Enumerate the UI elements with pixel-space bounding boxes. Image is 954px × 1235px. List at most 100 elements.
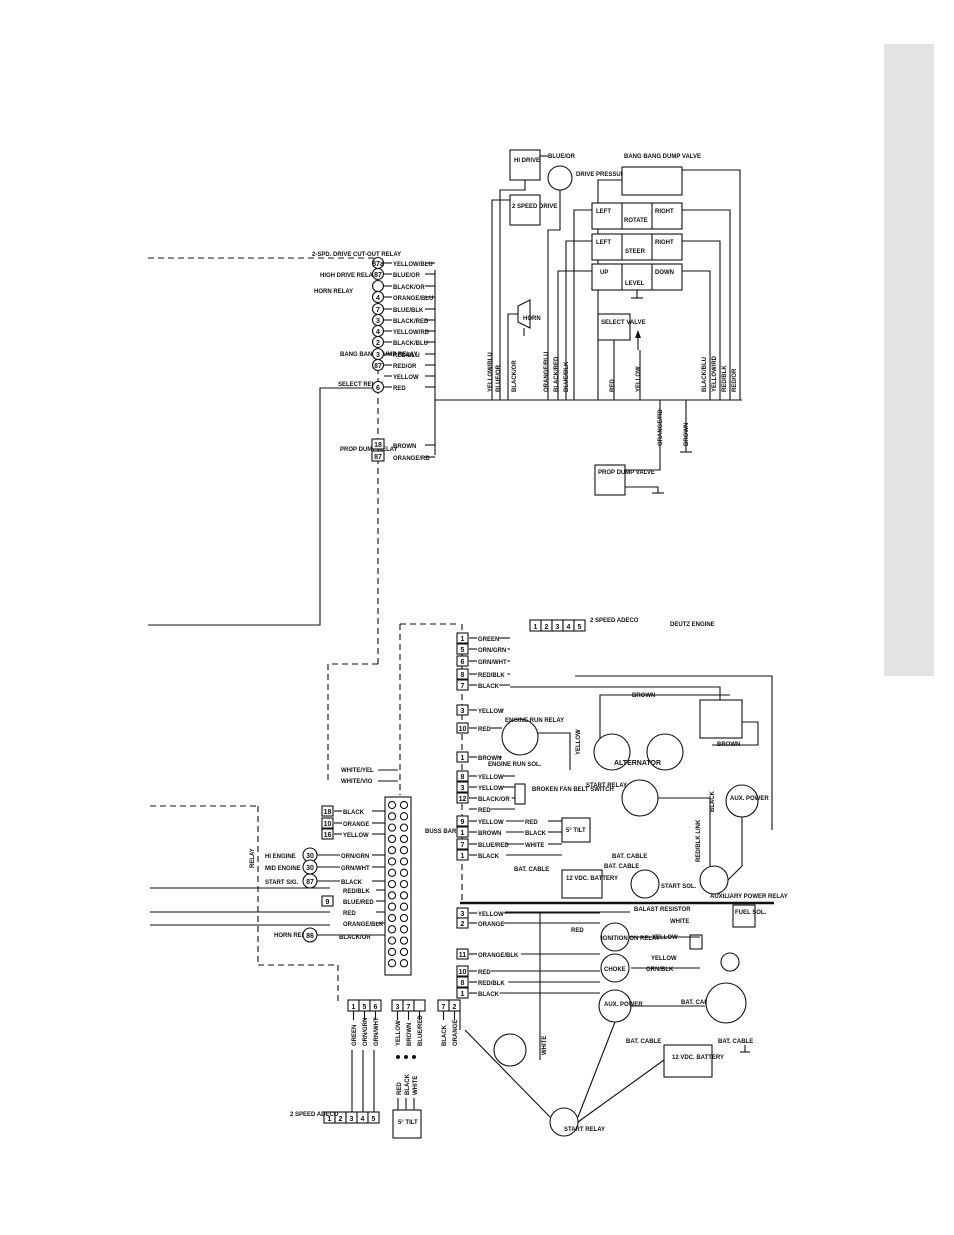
engine-terminal-box	[456, 679, 469, 691]
engine-run-sol-label: ENGINE RUN SOL.	[488, 762, 542, 768]
bottom-tilt-box	[392, 1109, 422, 1139]
adeco-bottom-pin-num: 2	[339, 1116, 343, 1123]
run-terminal-wire: RED	[478, 727, 491, 733]
relay-terminal-wire: ORANGE/BLU	[393, 296, 433, 302]
mid-wire-dot	[396, 1055, 400, 1059]
buss-stud	[399, 947, 409, 957]
relay-terminal-num: 4	[376, 329, 380, 336]
engine-terminal-num: 5	[461, 647, 465, 654]
adeco-top-pin-num: 5	[578, 624, 582, 631]
fan-terminal-box	[456, 781, 469, 793]
vertical-wire-label: RED/BLK	[722, 365, 728, 392]
tilt-terminal-box	[456, 826, 469, 838]
prop-terminal-num: 87	[374, 454, 382, 461]
fan-terminal-box	[456, 792, 469, 804]
horn-relay-num: 86	[306, 933, 314, 940]
tilt-terminal-out: WHITE	[525, 843, 544, 849]
buss-stud	[387, 902, 397, 911]
bat-cable-left-label: BAT. CABLE	[514, 867, 549, 873]
buss-stud	[387, 925, 397, 934]
engine-terminal-box	[456, 643, 469, 655]
mid-wire-label: WHITE	[413, 1076, 419, 1095]
horn-label: HORN	[523, 316, 541, 322]
buss-stud	[387, 857, 397, 866]
buss-stud	[387, 891, 397, 900]
buss-stud	[399, 913, 409, 923]
ballast-resistor-label: BALAST RESISTOR	[634, 907, 691, 913]
relay-terminal-num: 87a	[372, 261, 384, 268]
adeco-bottom-pin-num: 5	[372, 1116, 376, 1123]
bottom-pin-num: 7	[407, 1004, 411, 1011]
rotate-valve-box	[591, 202, 683, 230]
bottom-wire-label: BLACK	[442, 1024, 448, 1046]
engine-yellow-vertical-label: YELLOW	[576, 729, 582, 755]
engine-row-num: 30	[306, 865, 314, 872]
relay-terminal-circle	[371, 290, 385, 304]
gas-terminal-wire: RED/BLK	[478, 981, 505, 987]
gas-terminal-wire: YELLOW	[478, 912, 504, 918]
buss-stud	[387, 823, 397, 832]
rotate-label: ROTATE	[624, 218, 648, 224]
gas-dial-icon	[720, 952, 740, 972]
bottom-pin-num: 1	[352, 1004, 356, 1011]
run-terminal-num: 10	[459, 726, 467, 733]
relay-terminal-wire: RED/OR	[393, 364, 417, 370]
buss-left-terminal-box	[321, 828, 334, 840]
engine-row-num: 30	[306, 853, 314, 860]
relay-terminal-circle	[371, 267, 385, 281]
gas-yellow-label: YELLOW	[652, 935, 678, 941]
bottom-pin-num: 7	[442, 1004, 446, 1011]
prop-dump-relay-label: PROP DUMP RELAY	[340, 447, 398, 453]
brown-top-wire-label: BROWN	[632, 693, 655, 699]
tilt-terminal-box	[456, 849, 469, 861]
start-relay-label: START RELAY	[586, 783, 627, 789]
relay-terminal-wire: BLACK/OR	[393, 285, 425, 291]
tilt-label: 5° TILT	[566, 828, 586, 834]
run-terminal-wire: BROWN	[478, 756, 501, 762]
steer-right-label: RIGHT	[655, 240, 674, 246]
engine-terminal-num: 6	[461, 659, 465, 666]
horn-relay-label: HORN RELAY	[314, 289, 353, 295]
start-sol-label: START SOL.	[661, 884, 697, 890]
adeco-top-label: 2 SPEED ADECO	[590, 618, 639, 624]
fan-terminal-num: 8	[461, 774, 465, 781]
level-down-label: DOWN	[655, 270, 674, 276]
buss-stud	[399, 823, 409, 832]
ignition-on-relay-label: IGNITION ON RELAY	[601, 936, 660, 942]
buss-left-terminal-wire: BLACK	[343, 810, 365, 816]
white-vio-label: WHITE/VIO	[341, 779, 373, 785]
prop-terminal-wire: ORANGE/RD	[393, 456, 430, 462]
start-sol-icon	[630, 869, 660, 899]
run-terminal-box	[456, 704, 469, 716]
engine-terminal-box	[456, 655, 469, 667]
vertical-wire-label: BLUE/OR	[496, 364, 502, 392]
buss-stud	[399, 891, 409, 900]
gas-motor-icon	[705, 982, 747, 1024]
engine-terminal-num: 1	[461, 636, 465, 643]
engine-row-label: START SIG.	[265, 880, 299, 886]
adeco-bottom-pin-num: 1	[328, 1116, 332, 1123]
relay-terminal-wire: BLUE/OR	[393, 273, 421, 279]
relay-terminal-wire: YELLOW	[393, 375, 419, 381]
gas-small-component	[689, 934, 703, 950]
mid-wire-dot	[412, 1055, 416, 1059]
bang-bang-dump-valve-label: BANG BANG DUMP VALVE	[624, 154, 701, 160]
vertical-wire-label: YELLOW/BLU	[488, 352, 494, 392]
select-valve-label: SELECT VALVE	[601, 320, 645, 326]
prop-terminal-box	[371, 450, 385, 462]
bottom-pin-num: 5	[363, 1004, 367, 1011]
buss-stud	[399, 868, 409, 877]
bottom-wire-label: ORN/GRN	[363, 1018, 369, 1046]
buss-stud	[399, 846, 409, 855]
gas-terminal-box	[456, 948, 469, 960]
engine-terminal-wire: RED/BLK	[478, 673, 505, 679]
fan-terminal-num: 3	[461, 785, 465, 792]
buss-stud	[399, 812, 409, 821]
gas-aux-power-label: AUX. POWER	[604, 1002, 643, 1008]
tilt-terminal-wire: YELLOW	[478, 820, 504, 826]
